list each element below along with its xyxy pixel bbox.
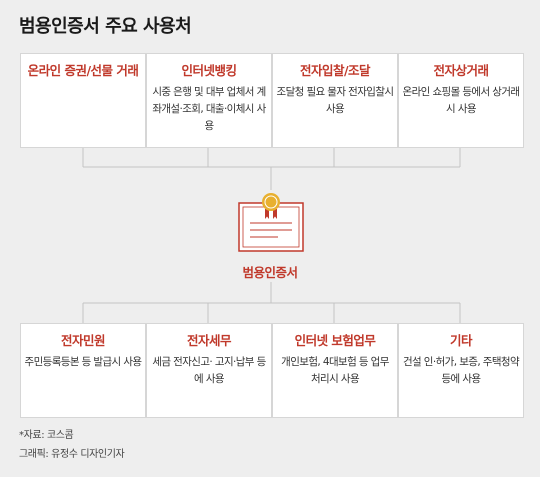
box-title: 전자입찰/조달 — [299, 63, 371, 78]
box-title: 전자민원 — [60, 333, 106, 348]
box-e-civil-service: 전자민원 주민등록등본 등 발급시 사용 — [20, 323, 146, 418]
box-e-commerce: 전자상거래 온라인 쇼핑몰 등에서 상거래시 사용 — [398, 53, 524, 148]
box-online-securities: 온라인 증권/선물 거래 — [20, 53, 146, 148]
box-desc: 주민등록등본 등 발급시 사용 — [24, 356, 143, 368]
box-etc: 기타 건설 인·허가, 보증, 주택청약 등에 사용 — [398, 323, 524, 418]
center-label: 범용인증서 — [242, 265, 298, 280]
certificate-icon — [238, 193, 304, 252]
box-title: 전자상거래 — [433, 63, 489, 78]
box-desc: 조달청 필요 물자 전자입찰시 사용 — [276, 86, 395, 115]
box-title: 인터넷 보험업무 — [294, 333, 376, 348]
box-desc: 온라인 쇼핑몰 등에서 상거래시 사용 — [402, 86, 521, 115]
box-internet-banking: 인터넷뱅킹 시중 은행 및 대부 업체서 계좌개설·조회, 대출·이체시 사용 — [146, 53, 272, 148]
box-desc: 세금 전자신고· 고지·납부 등에 사용 — [152, 356, 266, 385]
box-internet-insurance: 인터넷 보험업무 개인보험, 4대보험 등 업무 처리시 사용 — [272, 323, 398, 418]
source-note: *자료: 코스콤 — [19, 430, 74, 441]
box-desc: 시중 은행 및 대부 업체서 계좌개설·조회, 대출·이체시 사용 — [152, 86, 266, 132]
box-desc: 개인보험, 4대보험 등 업무 처리시 사용 — [281, 356, 389, 385]
box-title: 인터넷뱅킹 — [181, 63, 237, 78]
box-title: 온라인 증권/선물 거래 — [27, 63, 139, 78]
page-title: 범용인증서 주요 사용처 — [19, 16, 192, 37]
box-title: 기타 — [449, 333, 473, 348]
box-title: 전자세무 — [186, 333, 232, 348]
box-desc: 건설 인·허가, 보증, 주택청약 등에 사용 — [402, 356, 520, 385]
box-e-tax: 전자세무 세금 전자신고· 고지·납부 등에 사용 — [146, 323, 272, 418]
graphic-credit: 그래픽: 유정수 디자인기자 — [19, 449, 125, 460]
box-e-procurement: 전자입찰/조달 조달청 필요 물자 전자입찰시 사용 — [272, 53, 398, 148]
